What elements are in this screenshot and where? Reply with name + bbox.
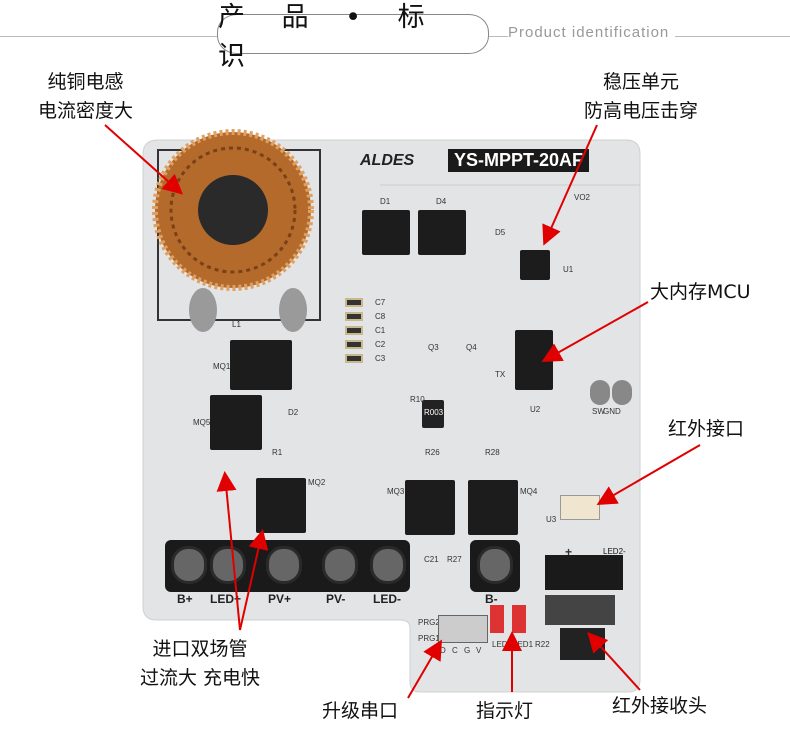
silk-label: MQ1: [213, 362, 231, 371]
silk-label: R26: [425, 448, 440, 457]
terminal-pad: [477, 546, 513, 584]
annotation-ir-receiver: 红外接收头: [612, 695, 708, 717]
diode-d4: [418, 210, 466, 255]
led1-indicator: [512, 605, 526, 633]
silk-label: V: [476, 646, 482, 655]
mosfet-mq1: [230, 340, 292, 390]
terminal-label: LED-: [373, 592, 401, 606]
silk-label: PRG1: [418, 634, 440, 643]
silk-label: VO2: [574, 193, 591, 202]
silk-label: L1: [232, 320, 241, 329]
silk-label: D5: [495, 228, 506, 237]
resistor-r003: [422, 400, 444, 428]
silk-label: MQ3: [387, 487, 405, 496]
silk-label: G: [464, 646, 471, 655]
silk-label: C2: [375, 340, 386, 349]
silk-label: MQ2: [308, 478, 326, 487]
diode-d1: [362, 210, 410, 255]
mcu-chip: [515, 330, 553, 390]
terminal-label: B-: [485, 592, 498, 606]
mosfet-mq5: [210, 395, 262, 450]
silk-label: D1: [380, 197, 391, 206]
section-subtitle: Product identification: [508, 24, 676, 41]
led2-indicator: [490, 605, 504, 633]
header-rule-left: [0, 36, 217, 37]
terminal-label: B+: [177, 592, 193, 606]
silk-label: R1: [272, 448, 283, 457]
silk-label: MQ4: [520, 487, 538, 496]
silk-label: Q4: [466, 343, 477, 352]
silk-label: GND: [603, 407, 621, 416]
brand-logo: ALDES: [360, 152, 415, 169]
silk-label: U3: [546, 515, 557, 524]
ir-port-connector[interactable]: [560, 495, 600, 520]
silk-label: SW: [592, 407, 605, 416]
silk-label: LED1: [513, 640, 534, 649]
regulator-u1: [520, 250, 550, 280]
copper-inductor: [152, 129, 314, 332]
terminal-pad: [210, 546, 246, 584]
silk-label: R28: [485, 448, 500, 457]
mosfet-mq2: [256, 478, 306, 533]
annotation-regulator: 稳压单元防高电压击穿: [584, 71, 699, 122]
silk-label: U2: [530, 405, 541, 414]
silk-label: C: [452, 646, 458, 655]
silk-label: LED2: [492, 640, 513, 649]
silk-label: C3: [375, 354, 386, 363]
terminal-pad: [370, 546, 406, 584]
terminal-label: PV-: [326, 592, 346, 606]
mosfet-mq4: [468, 480, 518, 535]
silk-label: R27: [447, 555, 462, 564]
silk-label: Q3: [428, 343, 439, 352]
terminal-pad: [322, 546, 358, 584]
mosfet-mq3: [405, 480, 455, 535]
terminal-pad: [266, 546, 302, 584]
silk-label: D: [440, 646, 446, 655]
silk-label: D3: [543, 228, 554, 237]
terminal-label: LED+: [210, 592, 242, 606]
silk-label: C1: [375, 326, 386, 335]
silk-label: C21: [424, 555, 439, 564]
silk-label: R10: [410, 395, 425, 404]
silk-label: TX: [495, 370, 506, 379]
silk-label: C8: [375, 312, 386, 321]
terminal-pad-b-plus: [171, 546, 207, 584]
annotation-ir-port: 红外接口: [668, 418, 745, 440]
serial-upgrade-header: [438, 615, 488, 643]
annotation-mcu: 大内存MCU: [650, 281, 751, 303]
silk-label: R003: [424, 408, 444, 417]
silk-label: PRG2: [418, 618, 440, 627]
silk-label: MQ5: [193, 418, 211, 427]
model-label: YS-MPPT-20AF: [448, 149, 590, 172]
silk-label: D2: [288, 408, 299, 417]
terminal-label: PV+: [268, 592, 292, 606]
silk-label: U1: [563, 265, 574, 274]
annotation-indicator: 指示灯: [476, 700, 534, 722]
silk-label: +: [565, 545, 573, 559]
annotation-inductor: 纯铜电感电流密度大: [38, 71, 134, 122]
silk-label: R22: [535, 640, 550, 649]
annotation-serial: 升级串口: [322, 700, 399, 722]
annotation-mosfet: 进口双场管过流大 充电快: [140, 638, 261, 689]
silk-label: D4: [436, 197, 447, 206]
silk-label: LED2-: [603, 547, 626, 556]
silk-label: C7: [375, 298, 386, 307]
